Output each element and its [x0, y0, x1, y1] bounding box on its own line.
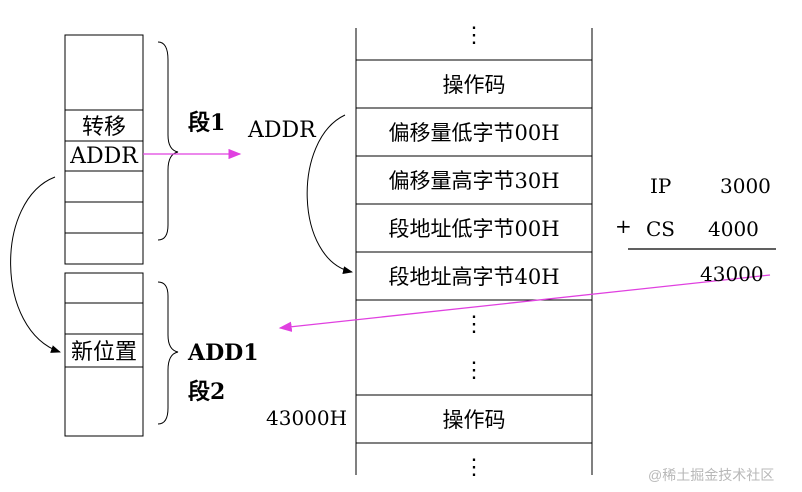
calc-cs-label: CS [646, 217, 676, 241]
memory-cell-offset-high: 偏移量高字节30H [388, 169, 560, 193]
calc-ip-value: 3000 [720, 174, 771, 198]
memory-cell-segment-high: 段地址高字节40H [388, 265, 560, 289]
label-segment1: 段1 [188, 110, 226, 136]
memory-bottom-dots: ⋮ [463, 454, 485, 480]
calc-cs-value: 4000 [708, 217, 759, 241]
curve-arrow-left [10, 176, 61, 353]
segment2-block [64, 272, 144, 437]
calc-ip-label: IP [650, 174, 672, 198]
calc-plus: + [615, 214, 632, 238]
memory-top-dots: ⋮ [463, 22, 485, 48]
memory-middle-dots: ⋮ [463, 311, 485, 337]
memory-lower-dots: ⋮ [463, 357, 485, 383]
label-addr: ADDR [248, 118, 316, 143]
cell-new-position: 新位置 [70, 340, 137, 365]
memory-cell-segment-low: 段地址低字节00H [388, 217, 560, 241]
cell-transfer: 转移 [81, 115, 126, 140]
label-43000h: 43000H [266, 406, 348, 430]
label-segment2: 段2 [188, 379, 226, 405]
memory-cell-offset-low: 偏移量低字节00H [388, 121, 560, 145]
memory-cell-opcode: 操作码 [442, 73, 506, 97]
watermark: @稀土掘金技术社区 [648, 467, 775, 483]
label-add1: ADD1 [188, 340, 259, 366]
calc-result: 43000 [700, 262, 764, 286]
memory-column [355, 28, 593, 475]
segment1-brace [157, 41, 179, 241]
memory-cell-target-opcode: 操作码 [442, 408, 506, 432]
segment2-brace [157, 281, 179, 425]
curve-arrow-right [306, 114, 353, 275]
new-position-arrow [278, 274, 771, 332]
cell-addr: ADDR [70, 143, 138, 169]
segment1-block [64, 34, 144, 265]
